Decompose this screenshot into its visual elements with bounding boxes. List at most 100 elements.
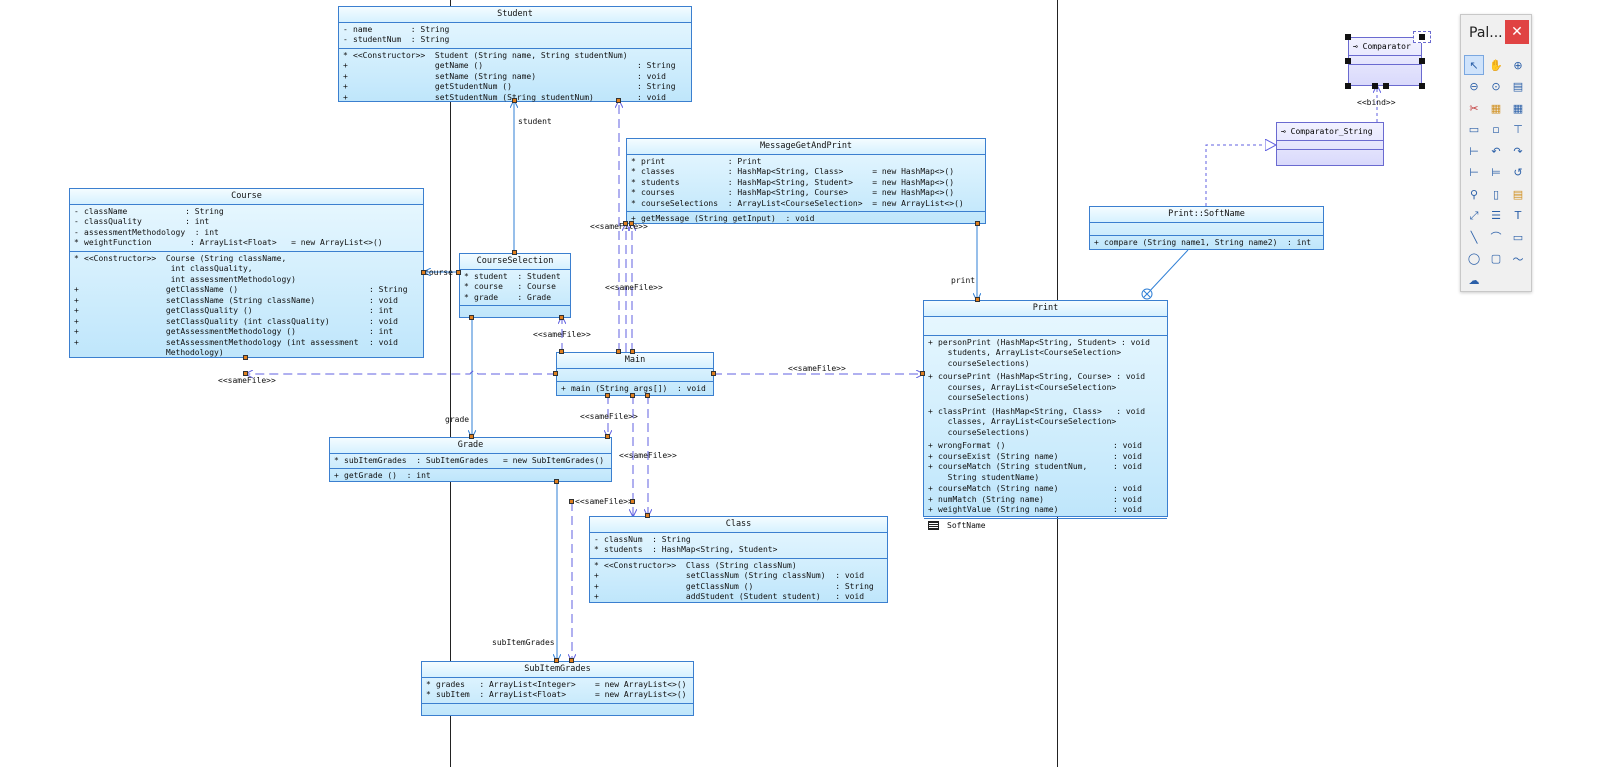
ellipse-tool-icon[interactable]: ◯ — [1467, 252, 1481, 265]
connector-port[interactable] — [630, 349, 635, 354]
directed-link-icon[interactable]: ↷ — [1513, 144, 1523, 158]
table-icon[interactable]: ▦ — [1512, 101, 1524, 115]
hierarchy-icon[interactable]: ⊤ — [1513, 123, 1523, 136]
visibility-marker: + — [594, 571, 599, 580]
palette-panel[interactable]: Pal... ✕ ↖ ✋ ⊕ ⊖ ⊙ ▤ ✂ ▦ ▦ ▭ ▫ ⊤ ⊢ ↶ ↷ ⊢… — [1460, 14, 1532, 292]
member-text: compare (String name1, String name2) : i… — [1104, 237, 1312, 247]
class-subitemgrades[interactable]: SubItemGrades *grades : ArrayList<Intege… — [421, 661, 694, 716]
visibility-marker: + — [74, 337, 79, 347]
visibility-marker: + — [343, 82, 348, 91]
selection-handle[interactable] — [1345, 58, 1351, 64]
connector-port[interactable] — [711, 371, 716, 376]
connector-port[interactable] — [469, 434, 474, 439]
connector-port[interactable] — [616, 98, 621, 103]
selection-handle[interactable] — [1419, 83, 1425, 89]
loop-link-icon[interactable]: ↺ — [1513, 166, 1523, 179]
member-type: : void — [1121, 337, 1150, 347]
selection-handle[interactable] — [1419, 34, 1425, 40]
properties-icon[interactable]: ▤ — [1512, 80, 1524, 93]
palette-colors-icon[interactable]: ▦ — [1490, 101, 1502, 115]
connector-port[interactable] — [569, 499, 574, 504]
class-courseselection[interactable]: CourseSelection *student : Student*cours… — [459, 253, 571, 318]
interface-comparator-string[interactable]: ⊸ Comparator_String — [1276, 122, 1384, 166]
connector-port[interactable] — [645, 513, 650, 518]
member-text: students : HashMap<String, Student> — [604, 545, 778, 554]
arc-tool-icon[interactable]: ⌒ — [1490, 231, 1502, 244]
connector-port[interactable] — [243, 371, 248, 376]
close-icon[interactable]: ✕ — [1505, 20, 1529, 44]
note-icon[interactable]: ▯ — [1492, 187, 1500, 201]
class-grade[interactable]: Grade *subItemGrades : SubItemGrades = n… — [329, 437, 612, 482]
connector-port[interactable] — [559, 315, 564, 320]
branch-icon[interactable]: ⊨ — [1491, 166, 1501, 179]
member-text: classPrint (HashMap<String, Class> class… — [938, 406, 1117, 437]
connector-port[interactable] — [623, 221, 628, 226]
zoom-out-icon[interactable]: ⊖ — [1469, 80, 1479, 93]
folder-note-icon[interactable]: ▤ — [1512, 187, 1524, 201]
selection-handle[interactable] — [1345, 34, 1351, 40]
attributes — [1090, 223, 1323, 236]
association-link-icon[interactable]: ↶ — [1491, 144, 1501, 158]
freeform-tool-icon[interactable]: ☁ — [1468, 273, 1480, 287]
connector-port[interactable] — [645, 393, 650, 398]
text-tool-icon[interactable]: T — [1514, 209, 1522, 222]
connector-port[interactable] — [456, 270, 461, 275]
class-class[interactable]: Class -classNum : String*students : Hash… — [589, 516, 888, 603]
connector-port[interactable] — [920, 371, 925, 376]
connector-icon[interactable]: ⤢ — [1469, 208, 1479, 222]
member-text: grades : ArrayList<Integer> = new ArrayL… — [436, 679, 687, 689]
polyline-tool-icon[interactable]: 〜 — [1512, 252, 1524, 266]
connector-port[interactable] — [569, 658, 574, 663]
connector-port[interactable] — [469, 315, 474, 320]
visibility-marker: - — [74, 217, 79, 226]
connector-port[interactable] — [421, 270, 426, 275]
rectangle-tool-icon[interactable]: ▭ — [1512, 230, 1524, 244]
cut-icon[interactable]: ✂ — [1469, 101, 1479, 115]
connector-port[interactable] — [605, 393, 610, 398]
class-course[interactable]: Course -className : String-classQuality … — [69, 188, 424, 358]
connector-port[interactable] — [629, 221, 634, 226]
connector-port[interactable] — [554, 658, 559, 663]
visibility-marker: + — [343, 61, 348, 70]
selection-handle[interactable] — [1372, 83, 1378, 89]
inner-class-compartment[interactable]: SoftName — [924, 519, 1167, 534]
class-print[interactable]: Print +personPrint (HashMap<String, Stud… — [923, 300, 1168, 530]
member-text: courses : HashMap<String, Course> = new … — [641, 188, 955, 197]
line-tool-icon[interactable]: ╲ — [1470, 230, 1478, 244]
connector-port[interactable] — [605, 434, 610, 439]
class-student[interactable]: Student -name : String-studentNum : Stri… — [338, 6, 692, 102]
member-type: : String — [637, 82, 676, 91]
class-main[interactable]: Main +main (String args[]) : void — [556, 352, 714, 396]
rounded-rect-tool-icon[interactable]: ▢ — [1490, 252, 1502, 265]
member-text: assessmentMethodology : int — [84, 227, 219, 237]
class-messagegetandprint[interactable]: MessageGetAndPrint *print : Print*classe… — [626, 138, 986, 224]
connector-port[interactable] — [559, 349, 564, 354]
visibility-marker: * — [426, 679, 431, 689]
connector-port[interactable] — [630, 499, 635, 504]
class-shape-icon[interactable]: ▭ — [1468, 123, 1480, 136]
attributes: -name : String-studentNum : String — [339, 23, 691, 49]
selection-handle[interactable] — [1419, 58, 1425, 64]
zoom-fit-icon[interactable]: ⊙ — [1491, 80, 1501, 93]
interface-comparator[interactable]: ⊸ Comparator — [1348, 37, 1422, 86]
connector-port[interactable] — [512, 98, 517, 103]
zoom-in-icon[interactable]: ⊕ — [1513, 58, 1523, 72]
connector-port[interactable] — [553, 371, 558, 376]
class-print-softname[interactable]: Print::SoftName +compare (String name1, … — [1089, 206, 1324, 250]
connector-port[interactable] — [554, 479, 559, 484]
connector-port[interactable] — [975, 221, 980, 226]
small-box-icon[interactable]: ▫ — [1492, 123, 1500, 136]
tree-icon[interactable]: ⊢ — [1469, 144, 1479, 158]
pan-hand-icon[interactable]: ✋ — [1489, 58, 1503, 72]
select-pointer-icon[interactable]: ↖ — [1464, 55, 1484, 75]
pin-icon[interactable]: ⚲ — [1469, 187, 1479, 201]
connector-port[interactable] — [616, 349, 621, 354]
selection-handle[interactable] — [1345, 83, 1351, 89]
selection-handle[interactable] — [1383, 83, 1389, 89]
stack-icon[interactable]: ☰ — [1491, 209, 1501, 222]
connector-port[interactable] — [512, 250, 517, 255]
subtree-icon[interactable]: ⊢ — [1469, 166, 1479, 179]
connector-port[interactable] — [630, 393, 635, 398]
connector-port[interactable] — [243, 355, 248, 360]
connector-port[interactable] — [975, 297, 980, 302]
